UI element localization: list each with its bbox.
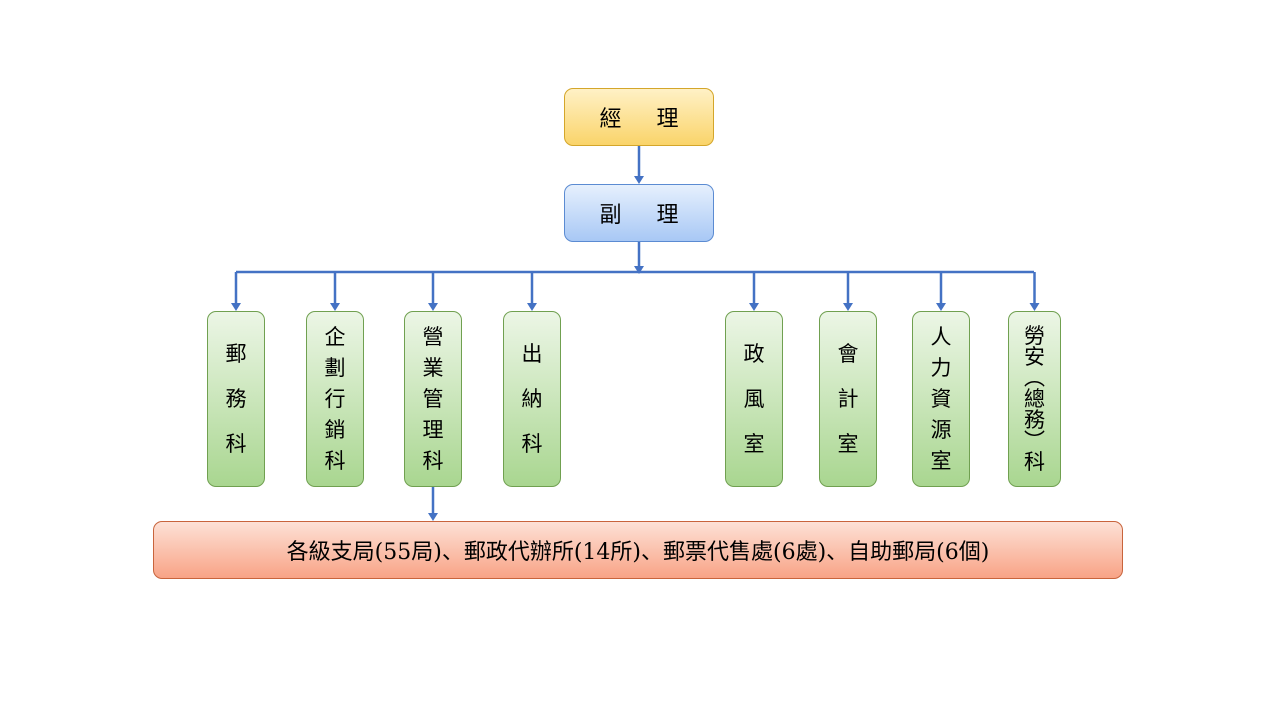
node-unit: 政風室	[725, 311, 783, 487]
unit-label-char: 資	[930, 386, 952, 411]
unit-label-char: 室	[930, 448, 952, 473]
unit-label-char: 室	[743, 431, 765, 456]
node-unit: 會計室	[819, 311, 877, 487]
arrowhead	[330, 303, 340, 311]
node-unit: 出納科	[503, 311, 561, 487]
unit-label-char: 務	[1024, 407, 1045, 432]
unit-label-char: 計	[837, 386, 859, 411]
unit-label-char: 風	[743, 386, 765, 411]
unit-label-char: 銷	[324, 417, 346, 442]
unit-label-char: 郵	[225, 341, 247, 366]
unit-label-char: 業	[422, 355, 444, 380]
unit-label-char: 劃	[324, 355, 346, 380]
unit-label-char: 行	[324, 386, 346, 411]
node-unit: 人力資源室	[912, 311, 970, 487]
unit-label-char: 科	[521, 431, 543, 456]
node-label: 各級支局(55局)、郵政代辦所(14所)、郵票代售處(6處)、自助郵局(6個)	[286, 540, 990, 565]
arrowhead	[1029, 303, 1040, 311]
arrowhead	[936, 303, 946, 311]
arrowhead	[749, 303, 759, 311]
unit-label-char: 出	[521, 341, 543, 366]
unit-label-char: 營	[422, 324, 444, 349]
arrowhead	[843, 303, 853, 311]
unit-label-char: 安	[1024, 344, 1045, 369]
unit-label-char: 務	[225, 386, 247, 411]
unit-label-char: 理	[422, 417, 444, 442]
node-unit: 企劃行銷科	[306, 311, 364, 487]
unit-label-char: ︶	[1024, 428, 1045, 453]
unit-label-char: 科	[422, 448, 444, 473]
unit-label-char: 勞	[1024, 323, 1045, 348]
arrowhead	[428, 303, 438, 311]
unit-label-char: 源	[930, 417, 952, 442]
unit-label-char: 納	[521, 386, 543, 411]
unit-label-char: 政	[743, 341, 765, 366]
node-label: 經 理	[599, 107, 693, 132]
unit-label-char: 會	[837, 341, 859, 366]
unit-label-char: 科	[225, 431, 247, 456]
node-manager: 經 理	[564, 88, 714, 146]
arrowhead	[527, 303, 537, 311]
unit-label-char: 管	[422, 386, 444, 411]
unit-label-char: 力	[930, 355, 952, 380]
node-unit: 郵務科	[207, 311, 265, 487]
arrowhead	[231, 303, 241, 311]
unit-label-char: ︵	[1024, 365, 1045, 390]
arrowhead	[634, 176, 644, 184]
arrowhead	[428, 513, 438, 521]
unit-label-char: 室	[837, 431, 859, 456]
node-unit: 勞安︵總務︶科	[1008, 311, 1061, 487]
unit-label-char: 科	[1024, 449, 1045, 474]
unit-label-char: 科	[324, 448, 346, 473]
node-deputy-manager: 副 理	[564, 184, 714, 242]
node-unit: 營業管理科	[404, 311, 462, 487]
unit-label-char: 企	[324, 324, 346, 349]
arrowhead	[634, 266, 644, 274]
unit-label-char: 總	[1024, 386, 1045, 411]
node-branch-offices: 各級支局(55局)、郵政代辦所(14所)、郵票代售處(6處)、自助郵局(6個)	[153, 521, 1123, 579]
unit-label-char: 人	[930, 324, 952, 349]
node-label: 副 理	[599, 203, 693, 228]
